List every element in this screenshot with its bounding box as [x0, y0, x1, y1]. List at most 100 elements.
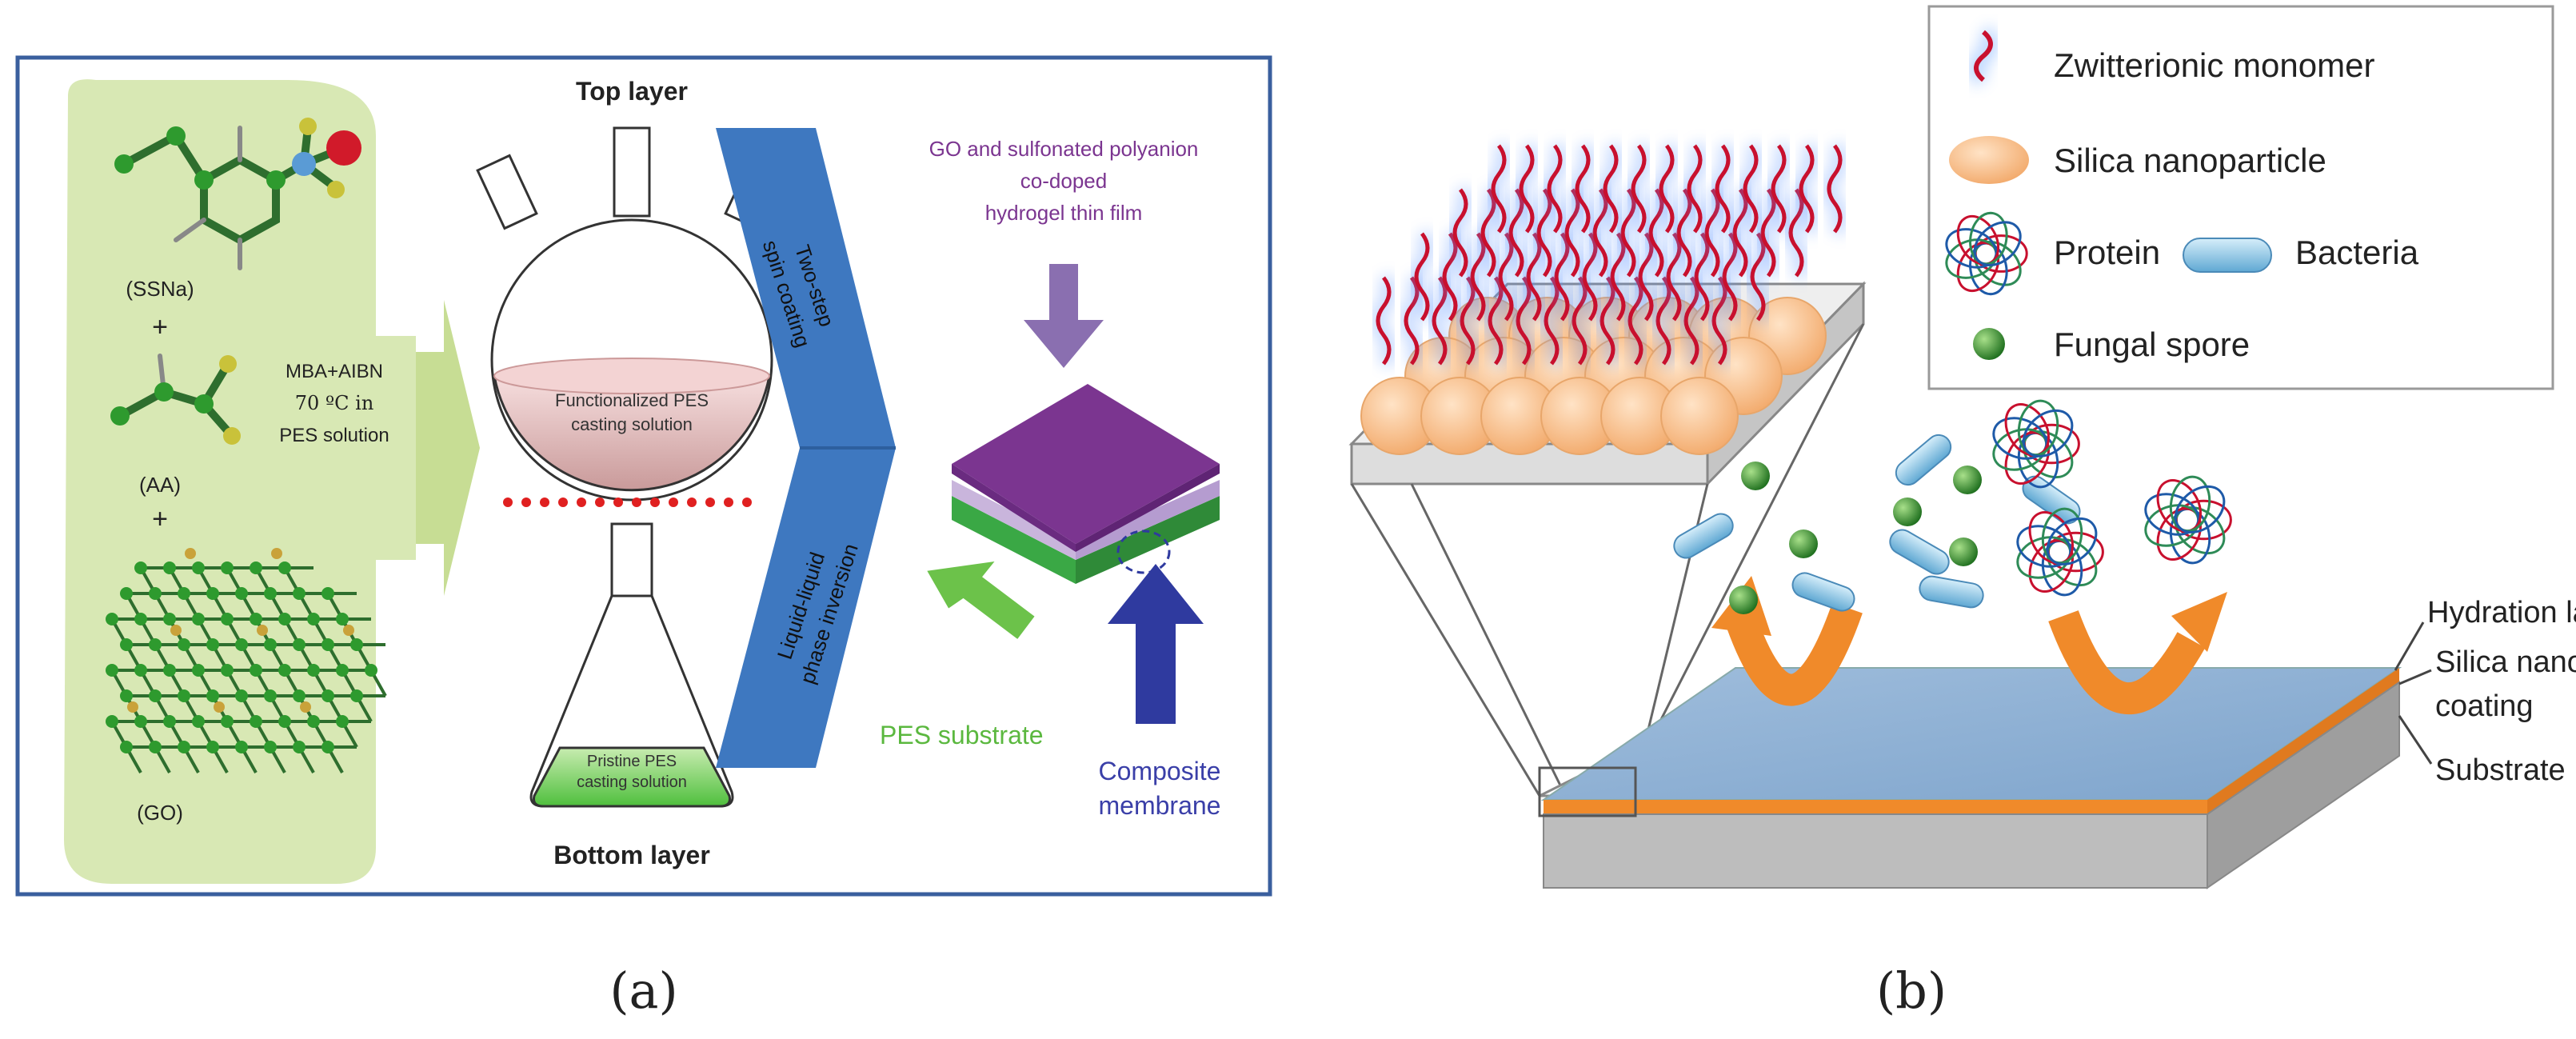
carbon-atom-icon [178, 741, 190, 753]
fungal-spore-icon [1741, 462, 1770, 490]
carbon-atom-icon [293, 638, 306, 651]
carbon-atom-icon [336, 715, 349, 728]
atom-icon [110, 406, 130, 426]
protein-coil [1973, 221, 2022, 266]
fungal-spore-icon [1973, 328, 2005, 360]
composite-label-1: Composite [1099, 757, 1221, 785]
zwitterionic-monomer-icon [1659, 144, 1675, 234]
zwitterionic-monomer-icon [1376, 276, 1392, 366]
carbon-atom-icon [350, 689, 363, 702]
carbon-atom-icon [307, 664, 320, 677]
zwitterionic-monomer-icon [1743, 144, 1759, 234]
bacteria-icon [1673, 513, 1734, 559]
carbon-atom-icon [163, 561, 176, 574]
carbon-atom-icon [192, 613, 205, 625]
fungal-spore-icon [1789, 529, 1818, 558]
carbon-atom-icon [264, 741, 277, 753]
silica-coating-label-1: Silica nanoparticle [2435, 645, 2576, 679]
carbon-atom-icon [206, 587, 219, 600]
carbon-atom-icon [149, 638, 162, 651]
film-arrow [1024, 264, 1104, 368]
carbon-atom-icon [120, 638, 133, 651]
silica-coating-label-2: coating [2435, 689, 2534, 723]
panel-b-caption: (b) [1876, 961, 1947, 1020]
plus-sign: + [152, 504, 168, 534]
carbon-atom-icon [293, 741, 306, 753]
phase-inversion-chevron [716, 448, 896, 768]
layer-separator [503, 498, 752, 507]
composite-label-2: membrane [1099, 791, 1221, 820]
carbon-atom-icon [163, 715, 176, 728]
carbon-atom-icon [206, 638, 219, 651]
bacteria-icon [2183, 238, 2272, 273]
flask-top-label-2: casting solution [571, 414, 693, 434]
carbon-atom-icon [149, 587, 162, 600]
erlenmeyer-flask-icon [529, 522, 734, 808]
atom-icon [166, 126, 186, 146]
carbon-atom-icon [293, 587, 306, 600]
layer-leader-lines [2394, 621, 2433, 765]
atom-icon [194, 170, 214, 190]
protein-coil [2022, 409, 2074, 458]
repel-arrowhead-right [2171, 592, 2227, 652]
zwitterionic-monomer-icon [1547, 144, 1563, 234]
separator-dot [705, 498, 715, 507]
plus-sign: + [152, 312, 168, 342]
atom-icon [154, 382, 174, 402]
zwitterionic-monomer-icon [1687, 144, 1703, 234]
flask-bottom-label-2: casting solution [577, 773, 687, 791]
oxygen-atom-icon [127, 701, 138, 713]
aa-label: (AA) [139, 473, 181, 497]
oxygen-atom-icon [185, 548, 196, 559]
fungal-spore-icon [1949, 537, 1978, 566]
separator-dot [521, 498, 531, 507]
oxygen-atom-icon [170, 625, 182, 636]
carbon-atom-icon [278, 664, 291, 677]
repel-arrow-left [1724, 602, 1863, 706]
zwitterionic-monomer-icon [1575, 144, 1591, 234]
zoom-circle [1116, 529, 1171, 574]
separator-dot [687, 498, 697, 507]
carbon-atom-icon [106, 715, 118, 728]
zwitterionic-monomer-icon [1967, 25, 1999, 87]
carbon-atom-icon [178, 638, 190, 651]
oxygen-atom-icon [299, 118, 317, 135]
zwitterionic-monomer-icon [1414, 232, 1430, 322]
carbon-atom-icon [120, 587, 133, 600]
zwitterionic-monomer-icon [1631, 144, 1647, 234]
carbon-atom-icon [149, 689, 162, 702]
separator-dot [613, 498, 623, 507]
flask-bottom-label-1: Pristine PES [587, 753, 677, 770]
legend-zwitterionic: Zwitterionic monomer [2054, 46, 2374, 84]
protein-icon [1945, 211, 2028, 296]
carbon-atom-icon [307, 715, 320, 728]
graphene-oxide-sheet-icon [106, 548, 387, 773]
carbon-atom-icon [192, 715, 205, 728]
oxygen-atom-icon [271, 548, 282, 559]
carbon-atom-icon [250, 664, 262, 677]
go-label: (GO) [137, 801, 183, 825]
carbon-atom-icon [293, 689, 306, 702]
panel-b: Zwitterionic monomer Silica nanoparticle… [1348, 5, 2576, 889]
go-film-label-1: GO and sulfonated polyanion [929, 137, 1199, 161]
carbon-atom-icon [322, 689, 334, 702]
bacteria-icon [1895, 434, 1952, 486]
legend-spore: Fungal spore [2054, 326, 2250, 363]
separator-dot [742, 498, 752, 507]
fungal-spore-icon [1893, 498, 1922, 526]
zwitterionic-monomer-icon [1771, 144, 1787, 234]
oxygen-atom-icon [219, 355, 237, 373]
hydration-layer-label: Hydration layer [2427, 596, 2576, 629]
atom-icon [114, 154, 134, 174]
bottom-layer-title: Bottom layer [553, 841, 710, 869]
ssna-label: (SSNa) [126, 277, 194, 301]
pes-substrate-label: PES substrate [880, 721, 1044, 749]
separator-dot [558, 498, 568, 507]
repel-arrow-right [2048, 610, 2206, 715]
carbon-atom-icon [192, 561, 205, 574]
fungal-spore-icon [1953, 466, 1982, 494]
carbon-atom-icon [221, 664, 234, 677]
separator-dot [650, 498, 660, 507]
carbon-atom-icon [350, 638, 363, 651]
composite-arrow [1108, 564, 1204, 724]
